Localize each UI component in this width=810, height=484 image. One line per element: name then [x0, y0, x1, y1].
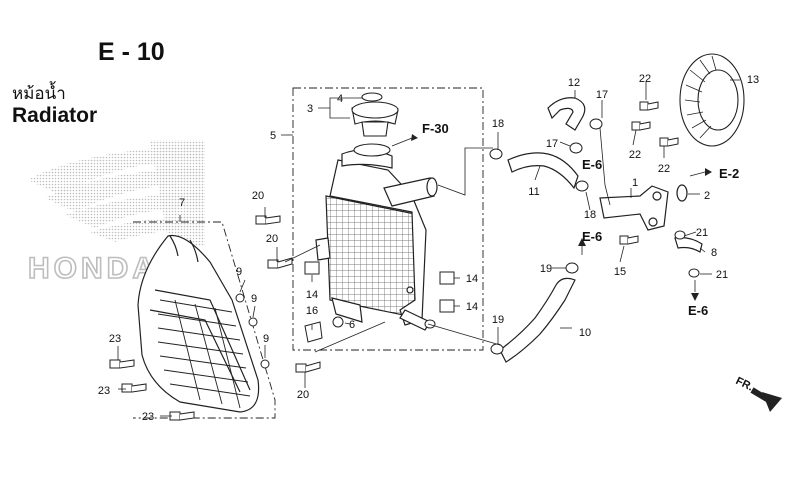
hoses — [499, 97, 703, 363]
ref-e6-lower: E-6 — [688, 303, 709, 318]
callout-20a: 20 — [252, 190, 264, 202]
callout-22b: 22 — [629, 149, 641, 161]
callout-9b: 9 — [251, 293, 257, 305]
radiator-assembly-box — [292, 87, 484, 351]
callout-16: 16 — [306, 305, 318, 317]
callout-14c: 14 — [466, 301, 478, 313]
callout-9a: 9 — [236, 266, 242, 278]
leader-lines — [117, 79, 740, 417]
callout-3: 3 — [307, 103, 313, 115]
callout-14b: 14 — [466, 273, 478, 285]
callout-4: 4 — [337, 93, 343, 105]
callout-22a: 22 — [639, 73, 651, 85]
callout-21b: 21 — [716, 269, 728, 281]
callout-10: 10 — [579, 327, 591, 339]
water-outlet — [599, 184, 688, 231]
callout-15: 15 — [614, 266, 626, 278]
callout-13: 13 — [747, 74, 759, 86]
callout-18b: 18 — [584, 209, 596, 221]
callout-23c: 23 — [142, 411, 154, 423]
cooling-fan — [679, 53, 745, 147]
callout-20b: 20 — [266, 233, 278, 245]
callout-17b: 17 — [546, 138, 558, 150]
honda-logo-text: HONDA — [28, 252, 158, 285]
callout-14a: 14 — [306, 289, 318, 301]
callout-8: 8 — [711, 247, 717, 259]
callout-23b: 23 — [98, 385, 110, 397]
callout-7: 7 — [179, 197, 185, 209]
front-direction-arrow — [750, 387, 774, 405]
callout-11: 11 — [528, 186, 539, 198]
radiator-body — [315, 149, 438, 331]
ref-e2: E-2 — [719, 166, 740, 181]
fasteners — [109, 101, 700, 421]
title-english: Radiator — [12, 104, 98, 127]
callout-18a: 18 — [492, 118, 504, 130]
radiator-cap — [351, 92, 399, 157]
ref-f30: F-30 — [422, 121, 449, 136]
callout-5: 5 — [270, 130, 276, 142]
ref-e6-upper: E-6 — [582, 157, 603, 172]
title-thai: หม้อน้ำ — [12, 84, 66, 104]
callout-9c: 9 — [263, 333, 269, 345]
callout-23a: 23 — [109, 333, 121, 345]
radiator-cover — [137, 234, 260, 413]
callout-6: 6 — [349, 319, 355, 331]
callout-2: 2 — [704, 190, 710, 202]
callout-19a: 19 — [540, 263, 552, 275]
callout-22c: 22 — [658, 163, 670, 175]
callout-20c: 20 — [297, 389, 309, 401]
callout-21a: 21 — [696, 227, 708, 239]
callout-numbers: 1 2 3 4 5 6 7 8 9 9 9 10 11 12 13 14 14 … — [98, 73, 759, 423]
ref-e6-middle: E-6 — [582, 229, 603, 244]
cover-group-box — [133, 221, 276, 419]
callout-12: 12 — [568, 77, 580, 89]
callout-19b: 19 — [492, 314, 504, 326]
callout-17a: 17 — [596, 89, 608, 101]
page-code: E - 10 — [98, 38, 165, 66]
callout-1: 1 — [632, 177, 638, 189]
